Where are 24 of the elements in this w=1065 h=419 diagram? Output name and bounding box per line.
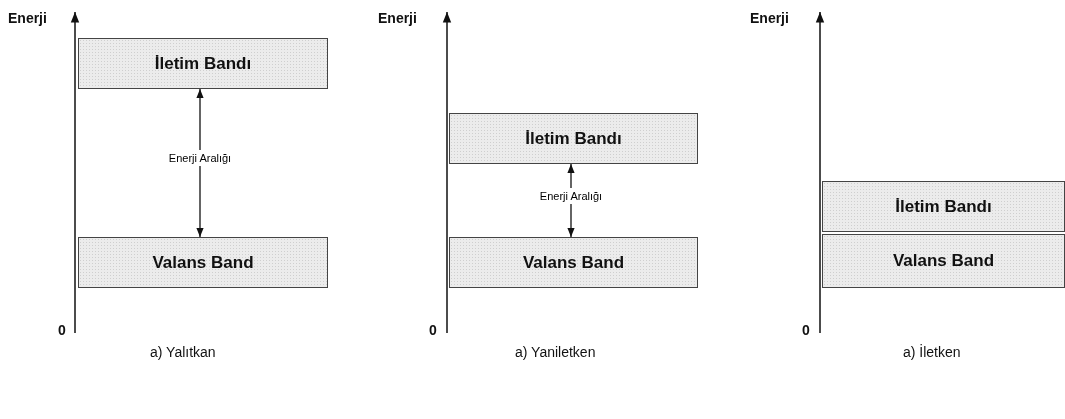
energy-band bbox=[78, 38, 328, 89]
band-name: İletim Bandı bbox=[154, 53, 252, 74]
energy-band bbox=[449, 237, 698, 288]
axis-label: Enerji bbox=[378, 10, 417, 26]
edge-label: Enerji Aralığı bbox=[538, 187, 604, 204]
caption: a) Yaniletken bbox=[515, 344, 596, 360]
caption: a) İletken bbox=[903, 344, 961, 360]
origin-label: 0 bbox=[58, 322, 66, 338]
energy-band bbox=[822, 181, 1065, 232]
band-name: Valans Band bbox=[152, 252, 254, 273]
band-name: İletim Bandı bbox=[525, 128, 622, 149]
edge-label: Enerji Aralığı bbox=[167, 150, 233, 166]
energy-band bbox=[822, 234, 1065, 288]
double-arrow bbox=[196, 88, 204, 238]
origin-label: 0 bbox=[802, 322, 810, 338]
energy-band bbox=[449, 113, 698, 164]
band-name: Valans Band bbox=[892, 251, 995, 271]
origin-label: 0 bbox=[429, 322, 437, 338]
axis-label: Enerji bbox=[8, 10, 47, 26]
band-name: İletim Bandı bbox=[895, 196, 992, 217]
energy-band bbox=[78, 237, 328, 288]
axis-label: Enerji bbox=[750, 10, 789, 26]
caption: a) Yalıtkan bbox=[150, 344, 216, 360]
band-name: Valans Band bbox=[522, 252, 625, 273]
